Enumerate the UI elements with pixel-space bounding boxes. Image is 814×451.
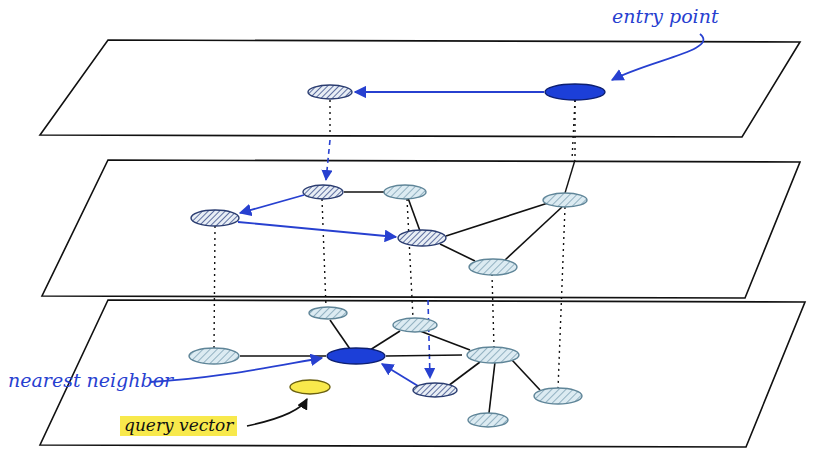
callout-arrow [150, 358, 322, 382]
graph-edges [344, 192, 562, 261]
graph-edges [240, 320, 540, 413]
entry-vector [545, 84, 605, 100]
callout-label: entry point [612, 6, 719, 28]
layer-planes [40, 40, 800, 298]
descent-arrow [326, 140, 330, 180]
middle-vectors [191, 185, 587, 275]
bottom-vectors [189, 307, 582, 427]
query-vector-dot [290, 380, 330, 394]
descent-arrow [428, 300, 430, 378]
visited-vector [308, 85, 352, 99]
search-arrow [355, 91, 544, 93]
nearest-vector [327, 348, 385, 364]
middle-layer [42, 160, 800, 298]
callout-arrow [247, 399, 307, 426]
layer-links [214, 100, 575, 389]
callout-label: nearest neighbor [8, 370, 173, 392]
search-arrows [238, 195, 396, 237]
layer-link [329, 100, 330, 135]
search-arrow [382, 364, 418, 386]
layer-links [565, 100, 575, 193]
callout-arrow [612, 34, 704, 80]
top-layer [40, 40, 800, 137]
highlight-label: query vector [120, 416, 237, 436]
